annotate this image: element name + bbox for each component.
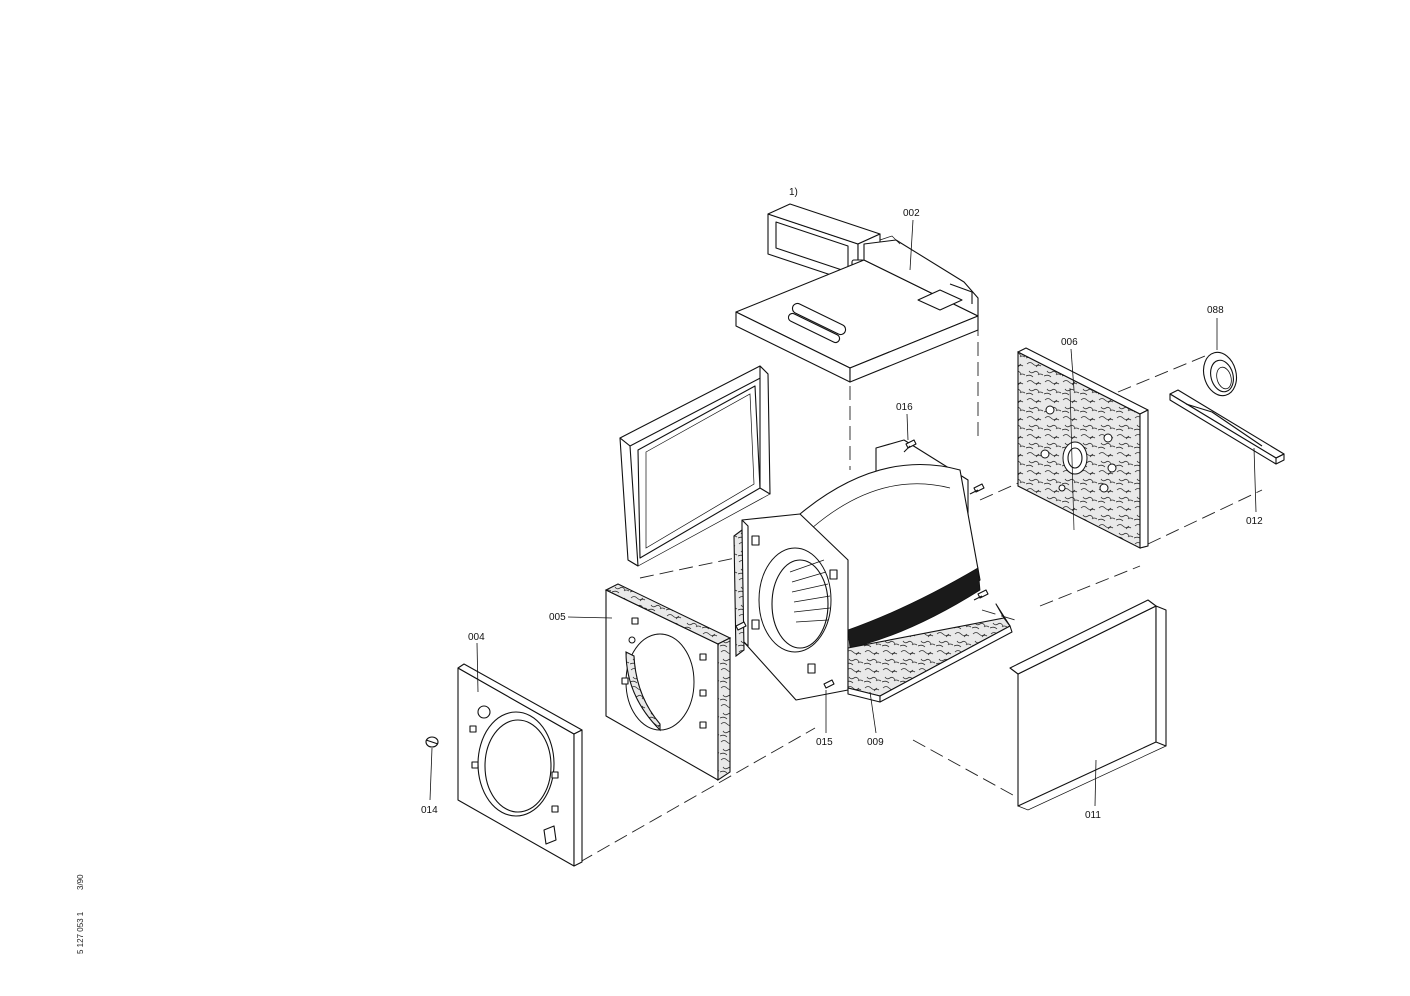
top-cover-part <box>735 235 979 383</box>
side-panel-part <box>1009 599 1167 811</box>
label-011: 011 <box>1085 810 1101 821</box>
bottom-tray-part <box>847 603 1013 703</box>
rail-strip-part <box>1169 389 1285 465</box>
document-code-block: 5 127 053 1 3/90 <box>66 866 96 956</box>
label-009: 009 <box>867 737 884 748</box>
label-014: 014 <box>421 805 438 816</box>
doc-date: 3/90 <box>76 874 85 890</box>
fan-blades <box>789 559 831 623</box>
label-002: 002 <box>903 208 920 219</box>
screws <box>735 439 989 689</box>
ring-part <box>1202 351 1238 397</box>
label-004: 004 <box>468 632 485 643</box>
fan-housing-part <box>733 439 981 701</box>
label-1: 1) <box>789 187 798 198</box>
front-panel-part <box>457 663 583 867</box>
label-015: 015 <box>816 737 833 748</box>
label-005: 005 <box>549 612 566 623</box>
side-frame-part <box>619 365 771 567</box>
doc-code: 5 127 053 1 <box>76 911 85 954</box>
back-plate-part <box>1017 347 1149 549</box>
label-088: 088 <box>1207 305 1224 316</box>
leader-lines <box>429 219 1257 807</box>
label-016: 016 <box>896 402 913 413</box>
part-labels: 1) 002 088 006 016 012 005 004 015 009 0… <box>421 187 1263 821</box>
assembly-dashed-lines <box>579 322 1263 863</box>
front-foam-plate-part <box>604 583 732 782</box>
label-006: 006 <box>1061 337 1078 348</box>
label-012: 012 <box>1246 516 1263 527</box>
clip-part <box>425 736 439 748</box>
